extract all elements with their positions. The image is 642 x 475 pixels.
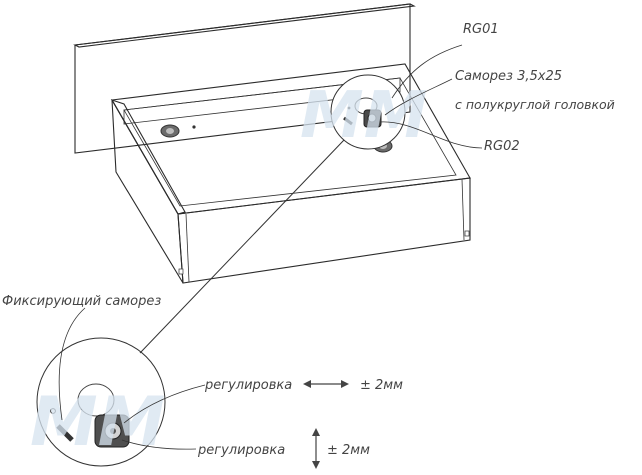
label-rg01: RG01 [463,22,499,37]
watermark-text-bottom: MM [30,383,165,462]
label-adjust-vertical-value: ± 2мм [327,443,370,458]
detail-circle-large [36,337,166,467]
horizontal-adjust-arrow-icon [303,380,349,388]
label-screw-line2: с полукруглой головкой [455,97,615,112]
detail-connector-line [139,139,345,354]
detail-circle-small [330,74,406,150]
vertical-adjust-arrow-icon [312,428,320,469]
watermark-logo-icon: MM MM [30,79,427,462]
label-screw-line1: Саморез 3,5х25 [455,69,562,84]
label-fixing-screw: Фиксирующий саморез [2,294,161,309]
label-adjust-horizontal: регулировка [204,378,292,393]
label-adjust-horizontal-value: ± 2мм [360,378,403,393]
leader-lines-top [379,44,483,149]
label-adjust-vertical: регулировка [197,443,285,458]
watermark-text-top: MM [300,79,427,153]
label-rg02: RG02 [484,139,520,154]
leader-lines-bottom [58,307,206,450]
front-panel [73,3,416,154]
